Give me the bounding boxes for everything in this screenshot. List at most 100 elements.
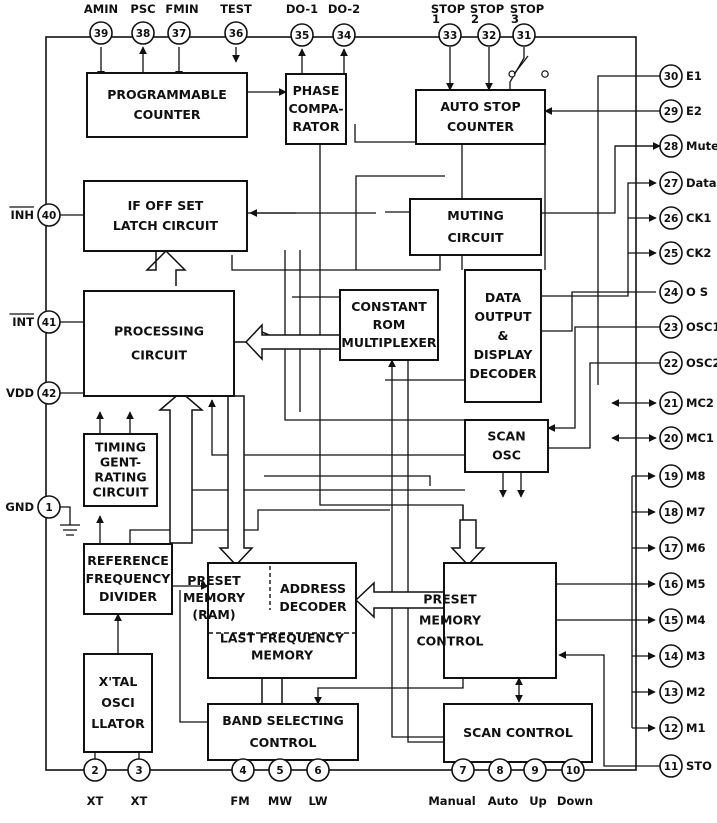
pin-number: 42 bbox=[42, 388, 57, 400]
preset-memory-ram-label-line: MEMORY bbox=[183, 590, 246, 605]
pin-number: 12 bbox=[664, 723, 679, 735]
pin-number: 14 bbox=[664, 651, 679, 663]
pin-number: 39 bbox=[94, 28, 109, 40]
pin-label: Auto bbox=[488, 794, 519, 808]
timing-generating-circuit-label-line: CIRCUIT bbox=[93, 485, 149, 500]
pin-number: 6 bbox=[314, 765, 321, 777]
pin-label: M5 bbox=[686, 577, 705, 591]
data-output-display-decoder-label-line: DATA bbox=[485, 290, 522, 305]
auto-stop-counter-block: AUTO STOP COUNTER bbox=[415, 89, 546, 145]
scan-control-block: SCAN CONTROL bbox=[443, 703, 593, 763]
pin-label: TEST bbox=[220, 2, 252, 16]
pin-label: E2 bbox=[686, 104, 702, 118]
pin-number: 19 bbox=[664, 471, 679, 483]
pin-label: LW bbox=[308, 794, 327, 808]
bus-arrow-rom-left bbox=[244, 323, 341, 361]
phase-comparator-label-line: RATOR bbox=[292, 119, 339, 134]
timing-generating-circuit-label-line: TIMING bbox=[95, 440, 146, 455]
pin-label: Data bbox=[686, 176, 717, 190]
muting-circuit-label-line: CIRCUIT bbox=[448, 230, 504, 245]
pin-number: 7 bbox=[459, 765, 466, 777]
scan-osc-label-line: OSC bbox=[492, 448, 521, 463]
pin-number: 36 bbox=[229, 28, 244, 40]
bus-arrow-to-processing bbox=[157, 391, 205, 544]
pin-label: M3 bbox=[686, 649, 705, 663]
muting-circuit-block: MUTING CIRCUIT bbox=[409, 198, 542, 256]
pin-number: 30 bbox=[664, 71, 679, 83]
reference-frequency-divider-label-line: DIVIDER bbox=[99, 589, 157, 604]
last-frequency-memory-label-line: LAST FREQUENCY bbox=[220, 631, 345, 646]
pin-number: 24 bbox=[664, 287, 679, 299]
pin-label: INT bbox=[12, 315, 34, 329]
phase-comparator-label-line: COMPA- bbox=[288, 101, 343, 116]
pin-label: GND bbox=[5, 500, 34, 514]
band-selecting-control-label-line: CONTROL bbox=[249, 735, 316, 750]
bus-arrow-to-preset-control bbox=[450, 519, 486, 567]
pin-number: 18 bbox=[664, 507, 679, 519]
pin-number: 13 bbox=[664, 687, 679, 699]
address-decoder-label-line: DECODER bbox=[279, 599, 347, 614]
pin-number: 28 bbox=[664, 141, 679, 153]
auto-stop-counter-label-line: COUNTER bbox=[447, 119, 514, 134]
pin-number: 32 bbox=[482, 30, 497, 42]
preset-memory-ram-label-line: (RAM) bbox=[192, 607, 235, 622]
pin-label: M7 bbox=[686, 505, 705, 519]
pin-number: 40 bbox=[42, 210, 57, 222]
pin-label: MW bbox=[268, 794, 292, 808]
pin-label: OSC1 bbox=[686, 320, 717, 334]
pin-label: M1 bbox=[686, 721, 705, 735]
pin-3: 3XT bbox=[127, 758, 151, 808]
processing-circuit-label-line: PROCESSING bbox=[114, 324, 204, 339]
pin-label: CK2 bbox=[686, 246, 711, 260]
pin-label: PSC bbox=[130, 2, 155, 16]
pin-5: 5MW bbox=[268, 758, 292, 808]
pin-label: M2 bbox=[686, 685, 705, 699]
pin-label: MC2 bbox=[686, 396, 714, 410]
pin-label: DO-2 bbox=[328, 2, 360, 16]
data-output-display-decoder-label-line: & bbox=[498, 328, 509, 343]
pin-label: STOP bbox=[431, 2, 465, 16]
pin-number: 35 bbox=[295, 30, 310, 42]
pin-label: M4 bbox=[686, 613, 705, 627]
address-decoder-label-line: ADDRESS bbox=[280, 581, 346, 596]
pin-label: FM bbox=[230, 794, 249, 808]
pin-label: M6 bbox=[686, 541, 705, 555]
pin-label: Down bbox=[557, 794, 593, 808]
pin-label: AMIN bbox=[84, 2, 118, 16]
scan-osc-label-line: SCAN bbox=[487, 429, 525, 444]
pin-label-index: 3 bbox=[511, 12, 519, 26]
pin-9: 9Up bbox=[523, 758, 547, 808]
pin-number: 33 bbox=[443, 30, 458, 42]
muting-circuit-label-line: MUTING bbox=[447, 208, 504, 223]
auto-stop-counter-label-line: AUTO STOP bbox=[440, 99, 520, 114]
xtal-oscillator-label-line: X'TAL bbox=[99, 674, 138, 689]
data-output-display-decoder-label-line: DECODER bbox=[469, 366, 537, 381]
pin-label: Mute bbox=[686, 139, 717, 153]
pin-18: 18 M7 bbox=[659, 500, 705, 524]
pin-36: 36 TEST bbox=[220, 2, 252, 45]
pin-number: 5 bbox=[276, 765, 283, 777]
pin-2: 2XT bbox=[83, 758, 107, 808]
pin-label-index: 2 bbox=[471, 12, 479, 26]
